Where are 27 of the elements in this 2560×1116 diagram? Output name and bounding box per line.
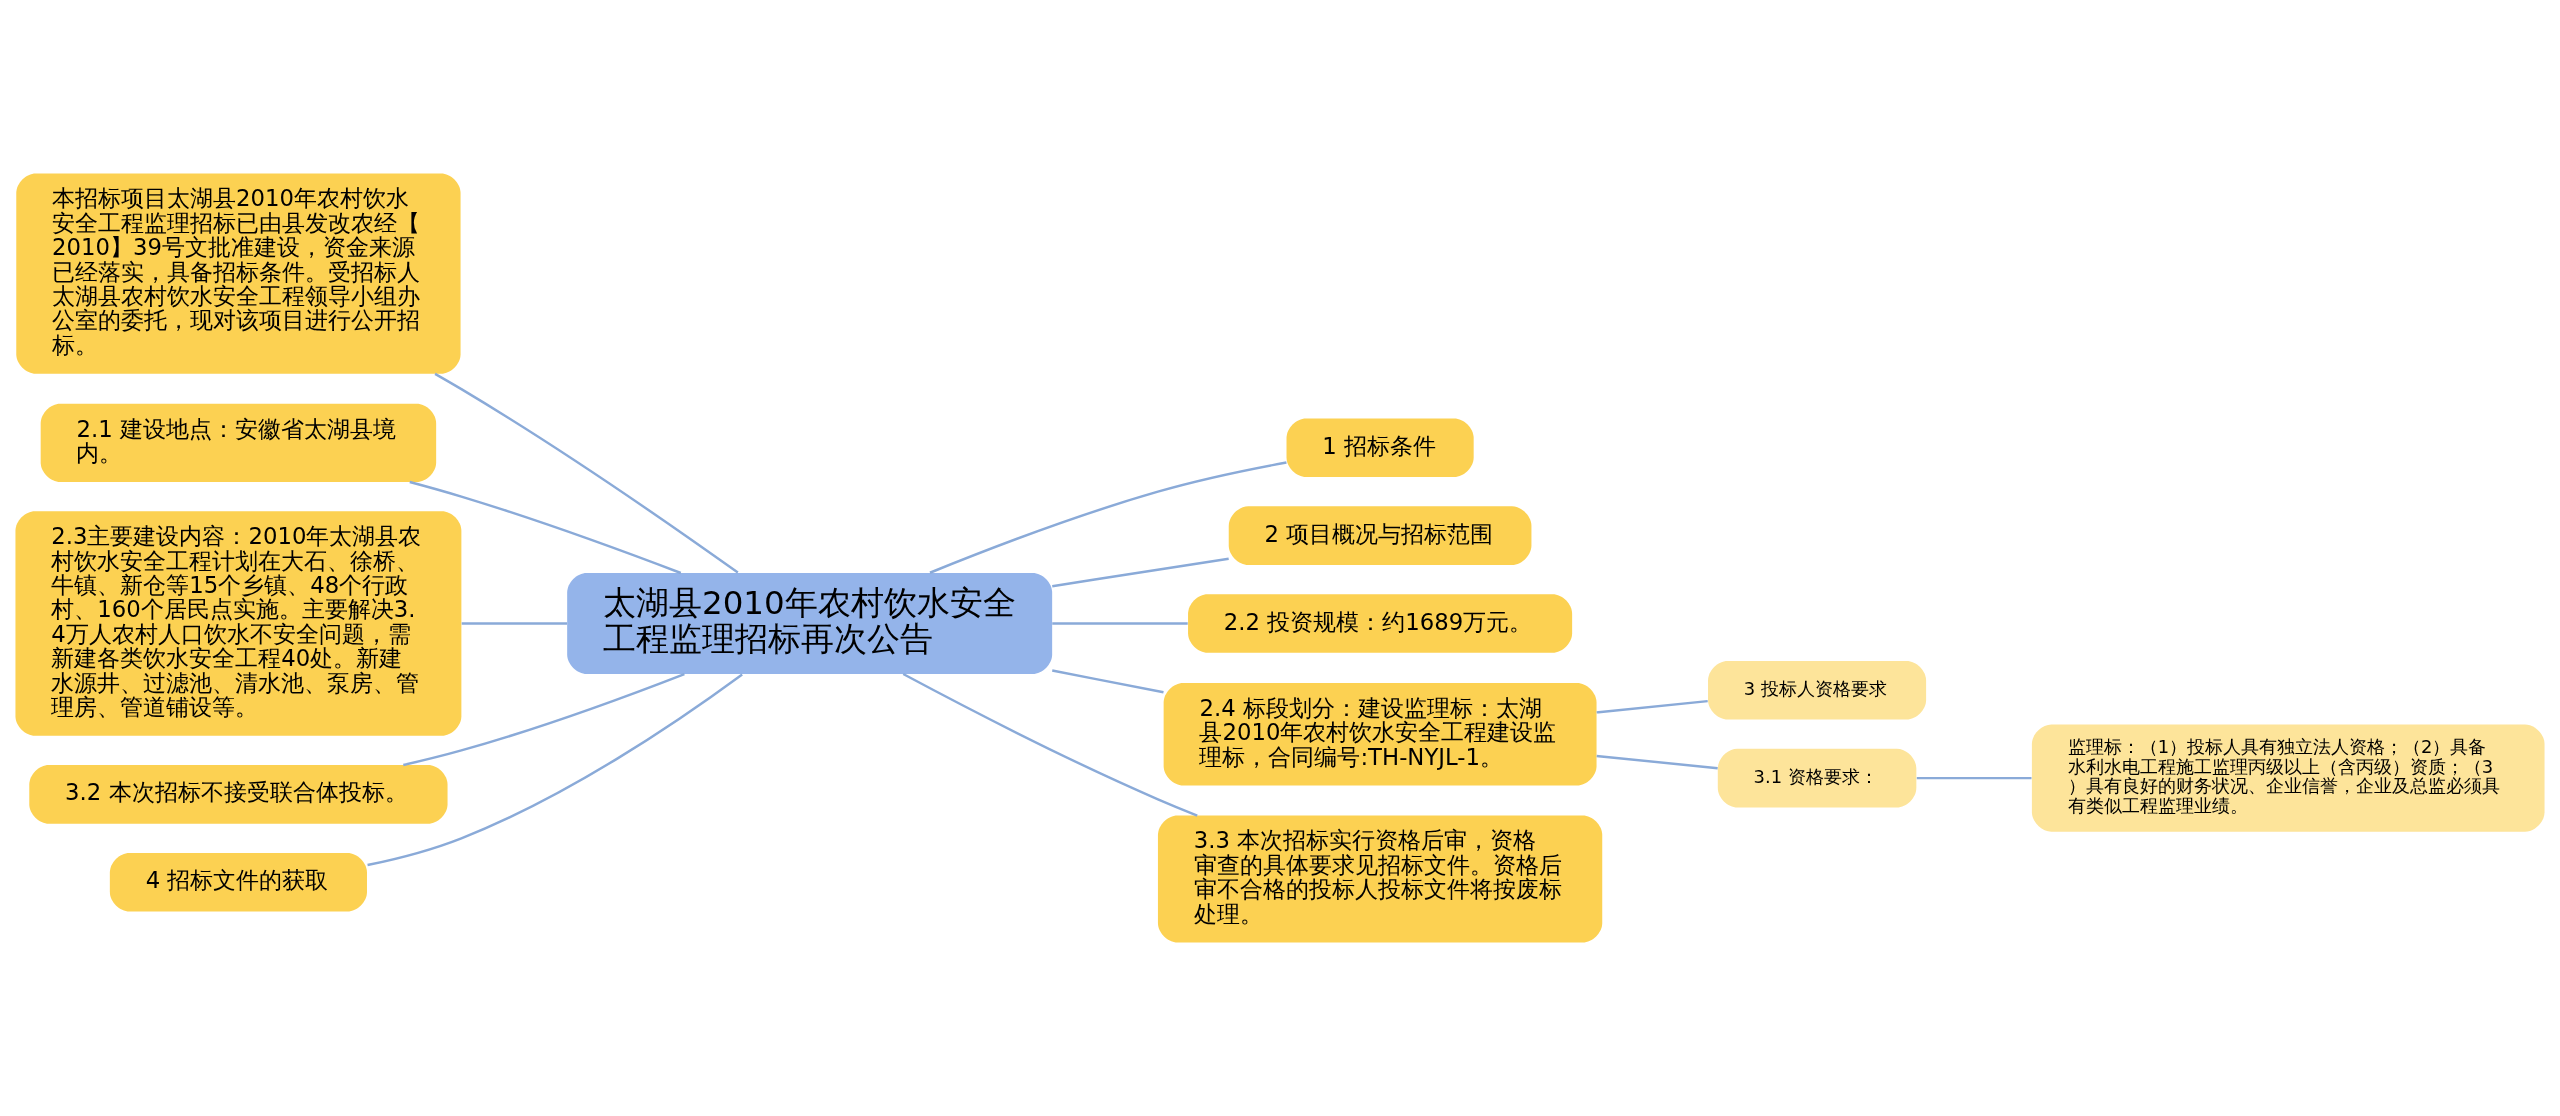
connector [403,672,685,767]
connector [1052,669,1164,694]
node-box: 3.2 本次招标不接受联合体投标。 [29,765,448,824]
node-box: 1 招标条件 [1286,418,1474,478]
node-box: 本招标项目太湖县2010年农村饮水安全工程监理招标已由县发改农经【2010】39号文批准建设，资金来源已经落实，具备招标条件。受招标人太湖县农村饮水安全工程领导小组办公室的委托，现对该项目进行公开招标。 [16,173,461,374]
node-box: 3.3 本次招标实行资格后审，资格审查的具体要求见招标文件。资格后审不合格的投标人投标文件将按废标处理。 [1157,815,1603,943]
node-box: 3.1 资格要求： [1717,748,1917,808]
connector [1052,622,1188,625]
connector [902,672,1198,817]
connector [409,480,682,575]
connector [1916,776,2032,780]
node-box: 4 招标文件的获取 [109,853,367,912]
connector [1596,754,1718,770]
node-box: 太湖县2010年农村饮水安全工程监理招标再次公告 [567,573,1053,674]
node-box: 监理标：（1）投标人具有独立法人资格；（2）具备水利水电工程施工监理丙级以上（含丙级）资质；（3）具有良好的财务状况、企业信誉，企业及总监必须具有类似工程监理业绩。 [2031,724,2545,832]
connector [367,673,743,867]
connector [1596,699,1708,714]
connector [434,372,739,574]
node-box: 2.1 建设地点：安徽省太湖县境内。 [40,403,437,482]
node-box: 3 投标人资格要求 [1708,660,1927,720]
node-box: 2.4 标段划分：建设监理标：太湖县2010年农村饮水安全工程建设监理标，合同编号:TH-NYJL-1。 [1163,682,1597,786]
node-box: 2.2 投资规模：约1689万元。 [1188,594,1573,653]
connector [461,622,568,625]
connector [929,461,1287,574]
node-box: 2.3主要建设内容：2010年太湖县农村饮水安全工程计划在大石、徐桥、牛镇、新仓等15个乡镇、48个行政村、160个居民点实施。主要解决3.4万人农村人口饮水不安全问题，需新建各类饮水安全工程40处。新建水源井、过滤池、清水池、泵房、管理房、管道铺设等。 [15,511,462,736]
node-box: 2 项目概况与招标范围 [1228,506,1532,565]
connector [1052,557,1229,588]
